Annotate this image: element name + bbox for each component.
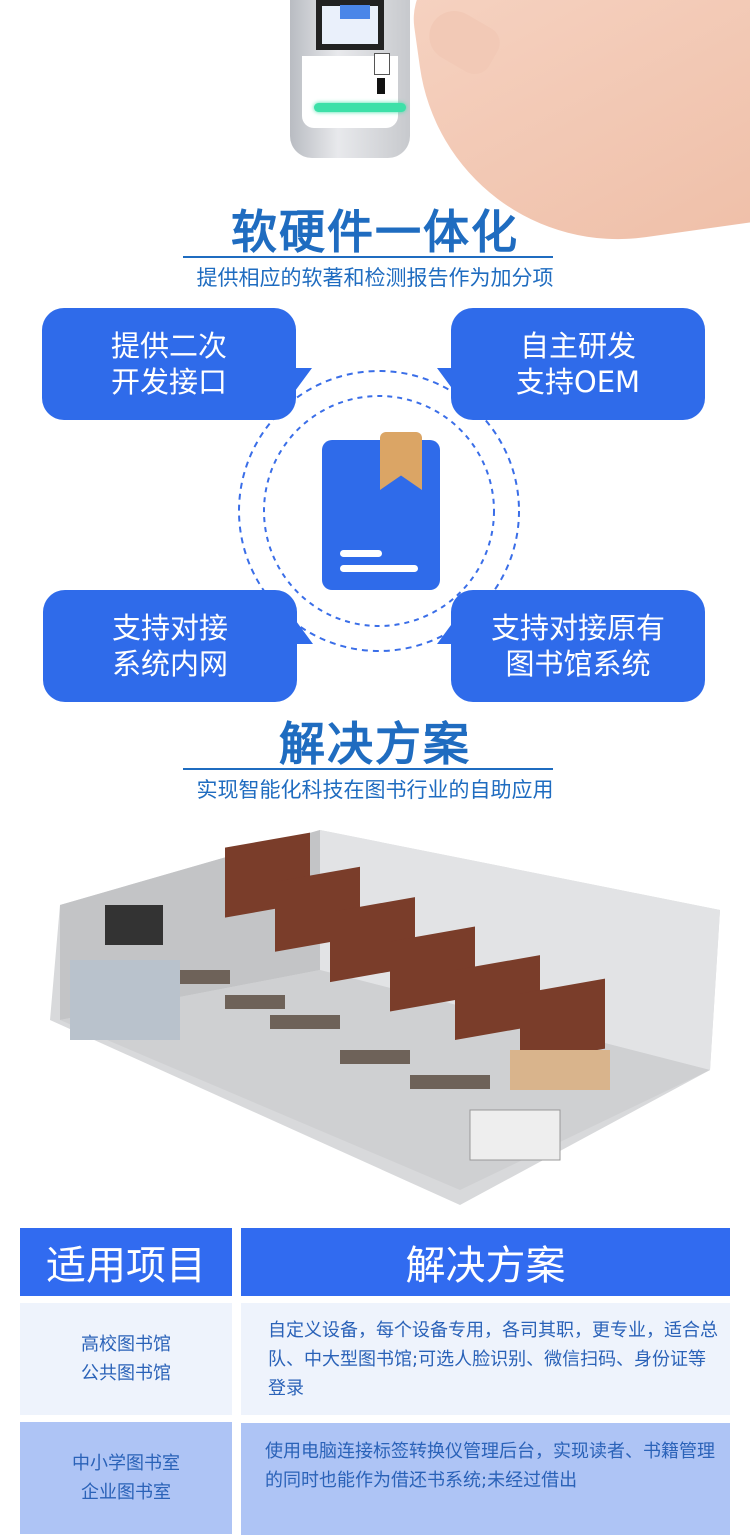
table-row-2-items: 中小学图书室企业图书室 (20, 1422, 232, 1534)
bubble-tail (285, 606, 313, 644)
section-subtitle-solution: 实现智能化科技在图书行业的自助应用 (196, 778, 554, 802)
rfid-device-image (290, 0, 410, 158)
bubble-tail (437, 606, 465, 644)
feature-intranet: 支持对接系统内网 (43, 590, 297, 702)
table-header-solution: 解决方案 (241, 1228, 730, 1296)
section-subtitle-integration: 提供相应的软著和检测报告作为加分项 (196, 266, 554, 290)
title-underline (183, 768, 553, 770)
feature-library-system: 支持对接原有图书馆系统 (451, 590, 705, 702)
bubble-tail (284, 368, 312, 406)
table-row-1-items: 高校图书馆公共图书馆 (20, 1303, 232, 1415)
table-header-applicable: 适用项目 (20, 1228, 232, 1296)
section-title-integration: 软硬件一体化 (231, 205, 519, 259)
center-circles (238, 370, 520, 652)
feature-oem: 自主研发支持OEM (451, 308, 705, 420)
table-row-1-solution: 自定义设备，每个设备专用，各司其职，更专业，适合总队、中大型图书馆;可选人脸识别… (241, 1303, 730, 1415)
bubble-tail (437, 368, 465, 406)
feature-secondary-dev-api: 提供二次开发接口 (42, 308, 296, 420)
section-title-solution: 解决方案 (279, 717, 471, 771)
book-icon (322, 432, 440, 590)
title-underline (183, 256, 553, 258)
library-floorplan-image (50, 830, 720, 1205)
table-row-2-solution: 使用电脑连接标签转换仪管理后台，实现读者、书籍管理的同时也能作为借还书系统;未经… (241, 1423, 730, 1535)
